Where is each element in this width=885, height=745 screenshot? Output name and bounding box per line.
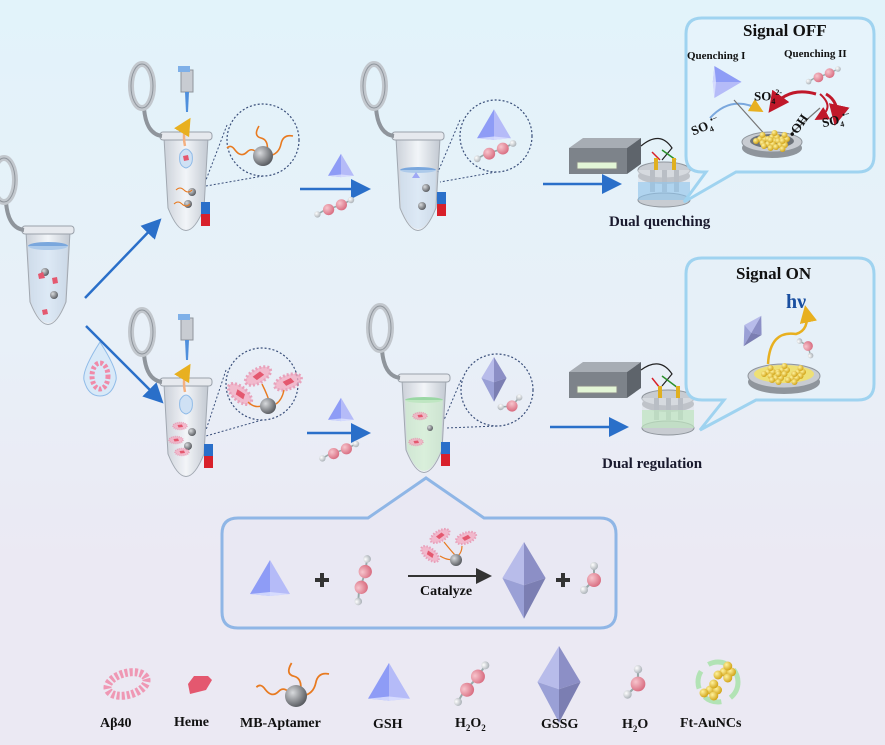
signal-off-title: Signal OFF — [743, 21, 827, 40]
magnet-icon — [201, 202, 210, 226]
legend-gssg-label: GSSG — [541, 717, 579, 732]
catalyze-label: Catalyze — [420, 584, 473, 599]
gsh-reagent-icon — [328, 153, 354, 178]
legend-h2o2-label: H2O2 — [455, 716, 486, 733]
legend-mb-aptamer-icon — [255, 662, 330, 708]
legend-h2o2-icon — [442, 658, 501, 709]
lower-reaction-tube — [369, 306, 450, 473]
dual-quenching-label: Dual quenching — [609, 214, 711, 230]
legend-abeta40-icon — [103, 668, 151, 700]
zoom-circle-mb-aptamer — [205, 103, 300, 187]
dual-regulation-label: Dual regulation — [602, 456, 703, 472]
upper-reaction-tube — [363, 64, 444, 231]
h2o2-sub2: 2 — [481, 722, 486, 733]
magnet-icon — [441, 442, 450, 466]
legend-heme-label: Heme — [174, 715, 209, 730]
catalyst-complex-icon — [417, 525, 479, 566]
legend-gsh-label: GSH — [373, 717, 403, 732]
legend-h2o-label: H2O — [622, 717, 648, 734]
signal-on-title: Signal ON — [736, 264, 812, 283]
electrochemical-cell-lower — [641, 385, 695, 436]
electrode-on — [747, 363, 821, 394]
ecl-analyzer-upper — [568, 137, 642, 175]
h2o2-h: H — [455, 716, 466, 731]
legend-abeta40-label: Aβ40 — [100, 716, 132, 731]
h2o-o: O — [637, 717, 649, 732]
h2o-sub: 2 — [632, 723, 638, 734]
branch-arrow-upper — [84, 218, 162, 299]
reaction-box — [220, 476, 618, 630]
h2o2-o: O — [470, 716, 482, 731]
electrochemical-cell-upper — [637, 157, 691, 208]
lower-separation-tube — [131, 310, 212, 477]
signal-on-bubble — [684, 256, 876, 432]
zoom-circle-abeta-aptamer — [205, 347, 306, 437]
legend-h2o-icon — [622, 664, 647, 700]
magnet-icon — [437, 192, 446, 216]
plus-icon — [556, 573, 570, 587]
upper-separation-tube — [131, 64, 212, 231]
h2o2-reagent-icon — [318, 439, 361, 463]
h2o-h: H — [622, 717, 633, 732]
sample-tube — [0, 158, 74, 325]
electrode-off — [741, 130, 803, 158]
hv-emission-label: hν — [786, 291, 807, 313]
plus-icon — [315, 573, 329, 587]
zoom-circle-gssg-h2o — [443, 353, 534, 429]
ecl-analyzer-lower — [568, 361, 642, 399]
h2o2-sub1: 2 — [465, 722, 471, 733]
legend-ft-aunc-icon — [695, 659, 741, 705]
zoom-circle-gsh-h2o2 — [437, 99, 533, 183]
gsh-reagent-icon — [328, 397, 354, 422]
so4-2minus-label: SO42- — [754, 88, 783, 106]
quenching-2-label: Quenching II — [784, 48, 847, 60]
legend-gsh-icon — [368, 662, 410, 701]
legend-gssg-icon — [537, 646, 581, 723]
pipette-icon — [177, 65, 194, 113]
branch-arrow-lower — [85, 325, 164, 404]
legend-heme-icon — [188, 676, 212, 694]
h2o2-reagent-icon — [313, 196, 356, 219]
legend-mb-aptamer-label: MB-Aptamer — [240, 716, 321, 731]
legend-ft-aunc-label: Ft-AuNCs — [680, 716, 742, 731]
magnet-icon — [204, 444, 213, 468]
quenching-1-label: Quenching I — [687, 50, 746, 62]
blood-droplet-icon — [83, 341, 117, 397]
pipette-icon — [177, 313, 194, 361]
